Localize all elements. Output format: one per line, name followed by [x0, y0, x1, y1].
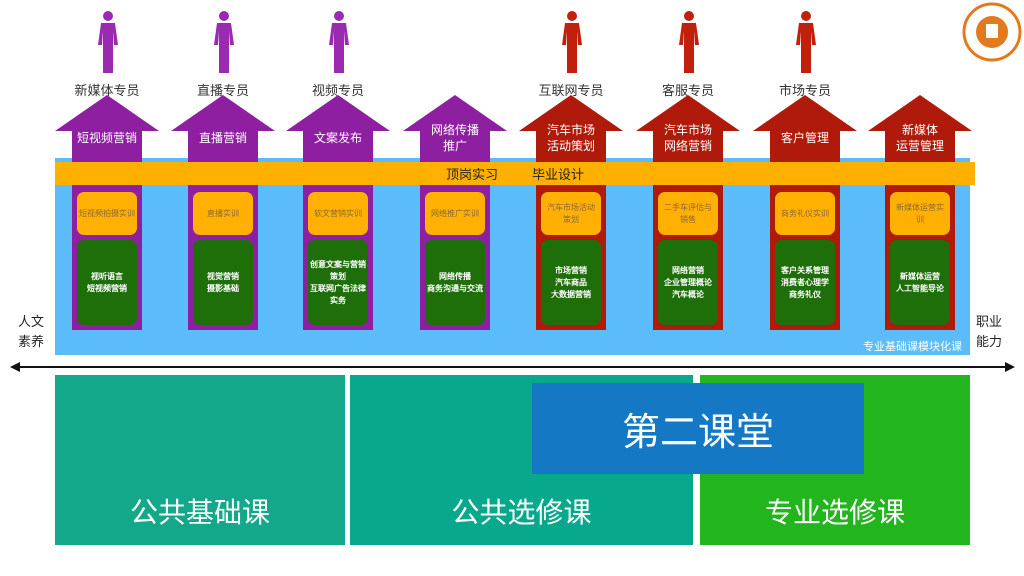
core-courses: 视觉营销 摄影基础: [193, 240, 253, 325]
worker-figure-icon: [679, 11, 699, 73]
job-role: 互联网专员: [538, 84, 604, 99]
competency-label: 网络传播 推广: [430, 123, 479, 153]
core-courses: 网络传播 商务沟通与交流: [425, 240, 485, 325]
job-role: 视频专员: [311, 84, 364, 99]
worker-figure-icon: [796, 11, 816, 73]
practice-training: 新媒体运营实 训: [890, 192, 950, 235]
competency-label: 短视频营销: [76, 131, 137, 145]
competency-label: 新媒体 运营管理: [895, 123, 944, 153]
practice-training: 商务礼仪实训: [775, 192, 835, 235]
core-courses: 网络营销 企业管理概论 汽车概论: [658, 240, 718, 325]
career-ability-label: 职业 能力: [976, 315, 1003, 350]
worker-figure-icon: [329, 11, 349, 73]
competency-label: 汽车市场 活动策划: [546, 123, 595, 153]
internship-bar: 顶岗实习 毕业设计: [55, 162, 975, 185]
competency-label: 汽车市场 网络营销: [663, 123, 712, 153]
internship-label: 顶岗实习: [445, 168, 498, 183]
graduation-design-label: 毕业设计: [532, 168, 585, 183]
core-courses: 客户关系管理 消费者心理学 商务礼仪: [775, 240, 835, 325]
worker-figure-icon: [562, 11, 582, 73]
public-elective-label: 公共选修课: [451, 496, 592, 529]
core-courses: 新媒体运营 人工智能导论: [890, 240, 950, 325]
competency-label: 文案发布: [313, 131, 362, 145]
practice-training: 二手车评估与 销售: [658, 192, 718, 235]
major-elective-label: 专业选修课: [764, 496, 905, 529]
practice-training: 软文营销实训: [308, 192, 368, 235]
second-classroom-label: 第二课堂: [621, 410, 774, 454]
core-courses: 创意文案与营销 策划 互联网广告法律 实务: [308, 240, 368, 325]
practice-training: 汽车市场活动 策划: [541, 192, 601, 235]
band-label: 专业基础课模块化课: [863, 340, 962, 353]
humanities-label: 人文 素养: [18, 315, 45, 350]
public-basic-course: 公共基础课: [55, 375, 345, 545]
job-role: 市场专员: [778, 84, 831, 99]
worker-figure-icon: [214, 11, 234, 73]
worker-figure-icon: [98, 11, 118, 73]
practice-training: 直播实训: [193, 192, 253, 235]
practice-training: 短视频拍摄实训: [77, 192, 137, 235]
school-logo-icon: [962, 2, 1022, 62]
core-courses: 市场营销 汽车商品 大数据营销: [541, 240, 601, 325]
job-role: 新媒体专员: [74, 84, 140, 99]
axis-arrow: [10, 362, 1015, 372]
job-role: 客服专员: [661, 84, 714, 99]
job-role: 直播专员: [196, 84, 249, 99]
practice-training: 网络推广实训: [425, 192, 485, 235]
competency-label: 客户管理: [780, 131, 829, 145]
second-classroom-box: 第二课堂: [532, 383, 864, 474]
core-courses: 视听语言 短视频营销: [77, 240, 137, 325]
competency-label: 直播营销: [198, 131, 247, 145]
public-basic-label: 公共基础课: [129, 496, 270, 529]
